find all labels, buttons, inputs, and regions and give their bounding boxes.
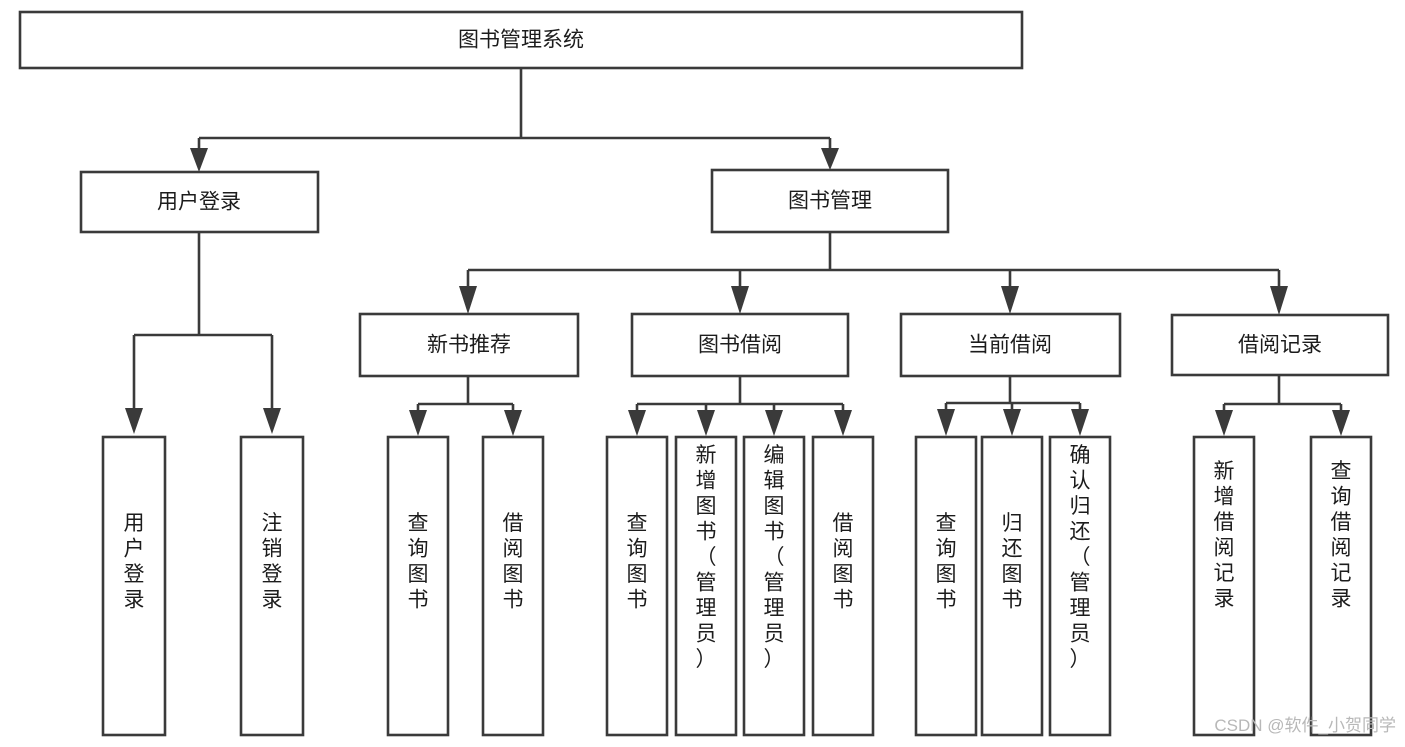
arrow-head-new-book-recommend — [459, 286, 477, 314]
node-borrow-record[interactable]: 借阅记录 — [1170, 313, 1390, 377]
node-borrow-record-box[interactable] — [1170, 313, 1390, 377]
node-book-borrow[interactable]: 图书借阅 — [630, 312, 850, 378]
arrow-head-leaf-return-book — [1003, 409, 1021, 436]
node-new-book-recommend-label: 新书推荐 — [427, 334, 511, 357]
arrow-head-leaf-query-book-3 — [937, 409, 955, 436]
node-book-borrow-box[interactable] — [630, 312, 850, 378]
node-current-borrow[interactable]: 当前借阅 — [899, 312, 1122, 378]
arrow-head-borrow-record — [1270, 286, 1288, 315]
node-new-book-recommend[interactable]: 新书推荐 — [358, 312, 580, 378]
node-leaf-user-login[interactable]: 用户登录 — [101, 435, 167, 737]
node-leaf-edit-book[interactable]: 编辑图书（管理员） — [742, 435, 806, 737]
node-root-box[interactable] — [18, 10, 1024, 70]
node-leaf-query-book-3[interactable]: 查询图书 — [914, 435, 978, 737]
node-leaf-query-book-1-label: 查询图书 — [408, 512, 429, 612]
node-leaf-query-book-2-label: 查询图书 — [627, 512, 648, 612]
arrow-head-book-borrow — [731, 286, 749, 314]
arrow-head-leaf-query-book-1 — [409, 410, 427, 436]
arrow-head-leaf-add-record — [1215, 410, 1233, 436]
node-book-manage-label: 图书管理 — [788, 190, 872, 213]
connector-group — [125, 68, 1350, 436]
node-leaf-user-logout-label: 注销登录 — [262, 512, 283, 612]
arrow-head-leaf-query-record — [1332, 410, 1350, 436]
node-root[interactable]: 图书管理系统 — [18, 10, 1024, 70]
node-leaf-query-record-box[interactable] — [1309, 435, 1373, 737]
node-book-borrow-label: 图书借阅 — [698, 334, 782, 357]
node-leaf-query-book-3-label: 查询图书 — [936, 512, 957, 612]
node-leaf-user-logout-box[interactable] — [239, 435, 305, 737]
arrow-head-book-manage — [821, 148, 839, 170]
node-leaf-add-record-label: 新增借阅记录 — [1214, 460, 1235, 611]
node-leaf-query-record[interactable]: 查询借阅记录 — [1309, 435, 1373, 737]
node-user-login[interactable]: 用户登录 — [79, 170, 320, 234]
node-leaf-add-record[interactable]: 新增借阅记录 — [1192, 435, 1256, 737]
node-leaf-query-book-1[interactable]: 查询图书 — [386, 435, 450, 737]
node-root-label: 图书管理系统 — [458, 29, 584, 52]
node-leaf-borrow-book-1[interactable]: 借阅图书 — [481, 435, 545, 737]
node-book-manage-box[interactable] — [710, 168, 950, 234]
node-leaf-borrow-book-1-box[interactable] — [481, 435, 545, 737]
node-leaf-edit-book-label: 编辑图书（管理员） — [764, 444, 785, 671]
node-book-manage[interactable]: 图书管理 — [710, 168, 950, 234]
node-borrow-record-label: 借阅记录 — [1238, 334, 1322, 357]
watermark-label: CSDN @软件_小贺同学 — [1214, 716, 1396, 735]
node-leaf-edit-book-box[interactable] — [742, 435, 806, 737]
arrow-head-leaf-edit-book — [765, 410, 783, 436]
node-leaf-confirm-return-label: 确认归还（管理员） — [1070, 444, 1091, 671]
arrow-head-leaf-confirm-return — [1071, 409, 1089, 436]
node-leaf-add-book[interactable]: 新增图书（管理员） — [674, 435, 738, 737]
node-leaf-add-book-label: 新增图书（管理员） — [696, 444, 717, 671]
node-current-borrow-box[interactable] — [899, 312, 1122, 378]
node-leaf-user-login-label: 用户登录 — [124, 512, 145, 612]
node-leaf-return-book-box[interactable] — [980, 435, 1044, 737]
node-leaf-borrow-book-1-label: 借阅图书 — [503, 512, 524, 612]
node-leaf-query-book-1-box[interactable] — [386, 435, 450, 737]
arrow-head-leaf-user-logout — [263, 408, 281, 434]
arrow-head-leaf-add-book — [697, 410, 715, 436]
node-new-book-recommend-box[interactable] — [358, 312, 580, 378]
node-leaf-query-book-3-box[interactable] — [914, 435, 978, 737]
arrow-head-leaf-query-book-2 — [628, 410, 646, 436]
node-leaf-borrow-book-2[interactable]: 借阅图书 — [811, 435, 875, 737]
arrow-head-user-login — [190, 148, 208, 172]
arrow-head-leaf-borrow-book-1 — [504, 410, 522, 436]
arrow-head-leaf-borrow-book-2 — [834, 410, 852, 436]
node-leaf-confirm-return[interactable]: 确认归还（管理员） — [1048, 435, 1112, 737]
node-leaf-add-book-box[interactable] — [674, 435, 738, 737]
node-user-login-box[interactable] — [79, 170, 320, 234]
arrow-head-leaf-user-login — [125, 408, 143, 434]
node-leaf-query-book-2[interactable]: 查询图书 — [605, 435, 669, 737]
node-leaf-borrow-book-2-label: 借阅图书 — [833, 512, 854, 612]
node-leaf-confirm-return-box[interactable] — [1048, 435, 1112, 737]
node-user-login-label: 用户登录 — [157, 191, 241, 214]
node-leaf-return-book[interactable]: 归还图书 — [980, 435, 1044, 737]
node-current-borrow-label: 当前借阅 — [968, 334, 1052, 357]
node-leaf-user-logout[interactable]: 注销登录 — [239, 435, 305, 737]
node-leaf-borrow-book-2-box[interactable] — [811, 435, 875, 737]
node-leaf-return-book-label: 归还图书 — [1002, 512, 1023, 612]
arrow-head-current-borrow — [1001, 286, 1019, 314]
node-leaf-query-book-2-box[interactable] — [605, 435, 669, 737]
node-leaf-add-record-box[interactable] — [1192, 435, 1256, 737]
node-leaf-query-record-label: 查询借阅记录 — [1331, 460, 1352, 611]
node-leaf-user-login-box[interactable] — [101, 435, 167, 737]
